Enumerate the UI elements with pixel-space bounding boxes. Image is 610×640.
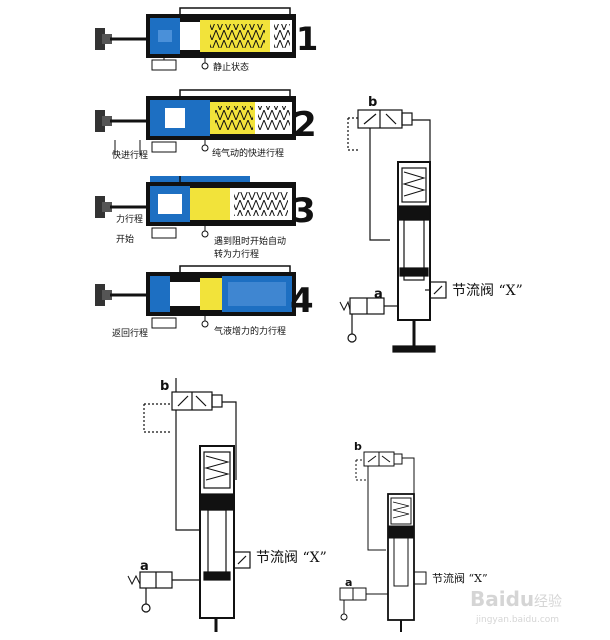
stage-2-caption: 纯气动的快进行程 <box>212 147 284 159</box>
circuit-1-valve-a: a <box>374 287 383 302</box>
stage-1-caption: 静止状态 <box>213 61 249 73</box>
stage-3-cylinder <box>95 176 296 239</box>
circuit-3 <box>339 451 427 632</box>
stage-4-caption-left: 返回行程 <box>112 327 148 339</box>
circuit-1-valve-b: b <box>368 95 377 110</box>
stage-2-number: 2 <box>293 105 317 145</box>
stage-3-number: 3 <box>292 191 316 231</box>
watermark-sub: 经验 <box>534 594 562 610</box>
stage-3-caption-left: 力行程 <box>116 213 143 225</box>
stage-3-caption: 遇到阻时开始自动 <box>214 235 286 247</box>
stage-4-cylinder <box>95 265 296 329</box>
stage-4-number: 4 <box>290 281 314 321</box>
circuit-3-throttle-label: 节流阀 “X” <box>432 571 488 585</box>
circuit-2 <box>127 378 251 632</box>
stage-4-caption: 气液增力的力行程 <box>214 325 286 337</box>
circuit-3-valve-b: b <box>354 440 362 453</box>
circuit-2-throttle-label: 节流阀 “X” <box>256 550 327 566</box>
circuit-2-valve-b: b <box>160 379 169 394</box>
circuit-1-throttle-label: 节流阀 “X” <box>452 283 523 299</box>
baidu-watermark: Baidu 经验 jingyan.baidu.com <box>470 587 562 625</box>
stage-3-caption-left-2: 开始 <box>116 233 134 245</box>
stage-1-cylinder <box>95 7 296 71</box>
stage-1-number: 1 <box>296 20 318 58</box>
watermark-brand: Baidu <box>470 587 534 611</box>
stage-2-caption-left: 快进行程 <box>112 149 148 161</box>
circuit-1 <box>339 109 447 353</box>
stage-2-cylinder <box>95 89 296 155</box>
stage-3-caption-2: 转为力行程 <box>214 248 259 260</box>
circuit-2-valve-a: a <box>140 559 149 574</box>
circuit-3-valve-a: a <box>345 576 352 589</box>
watermark-url: jingyan.baidu.com <box>475 615 559 625</box>
